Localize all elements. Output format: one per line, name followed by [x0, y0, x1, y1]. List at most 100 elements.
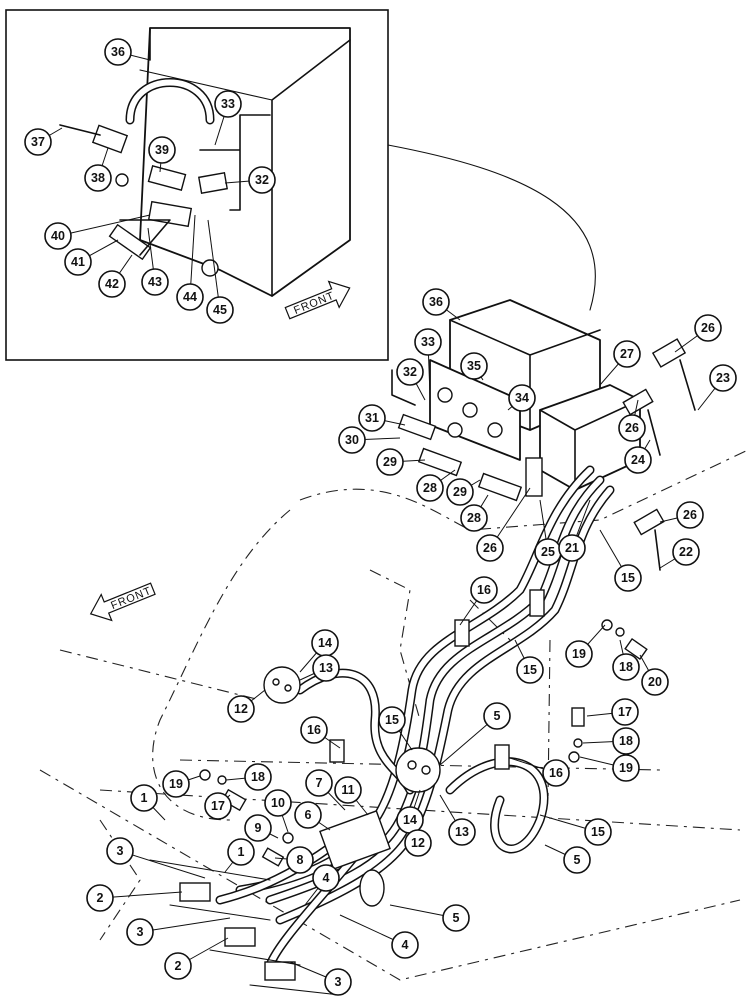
callout-c31: 31 [358, 404, 386, 432]
callout-label: 37 [31, 135, 45, 149]
clamp-16-c [494, 744, 510, 770]
callout-label: 16 [477, 583, 491, 597]
callout-label: 13 [319, 661, 333, 675]
bolt-8 [261, 847, 285, 867]
callout-circle [672, 538, 700, 566]
callout-c30: 30 [338, 426, 366, 454]
callout-c22: 22 [672, 538, 700, 566]
callout-circle [612, 727, 640, 755]
callout-c36b: 36 [422, 288, 450, 316]
callout-label: 29 [383, 455, 397, 469]
callout-c21: 21 [558, 534, 586, 562]
callout-c13b: 13 [448, 818, 476, 846]
callout-circle [64, 248, 92, 276]
callout-circle [86, 884, 114, 912]
callout-c5b: 5 [563, 846, 591, 874]
callout-c33b: 33 [414, 328, 442, 356]
callout-c38: 38 [84, 164, 112, 192]
callout-c19b: 19 [612, 754, 640, 782]
callout-c36a: 36 [104, 38, 132, 66]
callout-label: 26 [625, 421, 639, 435]
callout-c35: 35 [460, 352, 488, 380]
callout-circle [305, 769, 333, 797]
callout-label: 25 [541, 545, 555, 559]
callout-label: 14 [403, 813, 417, 827]
callout-circle [396, 358, 424, 386]
clamp-5 [359, 869, 385, 907]
callout-circle [446, 478, 474, 506]
callout-c32a: 32 [248, 166, 276, 194]
callout-circle [312, 864, 340, 892]
fitting-26-top [651, 338, 687, 368]
callout-c16c: 16 [542, 759, 570, 787]
callout-label: 26 [683, 508, 697, 522]
inset-front-arrow: FRONT [284, 280, 351, 320]
callout-circle [565, 640, 593, 668]
callout-label: 34 [515, 391, 529, 405]
callout-label: 4 [323, 871, 330, 885]
callout-label: 3 [137, 925, 144, 939]
callout-circle [126, 918, 154, 946]
callout-circle [460, 352, 488, 380]
callout-circle [542, 759, 570, 787]
callout-circle [391, 931, 419, 959]
callout-c24: 24 [624, 446, 652, 474]
callout-circle [641, 668, 669, 696]
callout-label: 43 [148, 275, 162, 289]
callout-label: 6 [305, 808, 312, 822]
callout-circle [334, 776, 362, 804]
callout-label: 12 [411, 836, 425, 850]
inset-fitting-41 [108, 223, 152, 261]
callout-circle [404, 829, 432, 857]
valve-assembly [391, 299, 696, 571]
callout-c3b: 3 [126, 918, 154, 946]
callout-c32b: 32 [396, 358, 424, 386]
callout-label: 3 [117, 844, 124, 858]
callout-label: 15 [523, 663, 537, 677]
callout-circle [227, 838, 255, 866]
leader-line-c3a [119, 850, 206, 879]
callout-label: 16 [549, 766, 563, 780]
callout-circle [516, 656, 544, 684]
callout-c37: 37 [24, 128, 52, 156]
callout-c14a: 14 [311, 629, 339, 657]
callout-c26b: 26 [618, 414, 646, 442]
callout-label: 18 [619, 660, 633, 674]
callout-label: 2 [175, 959, 182, 973]
callout-c8: 8 [286, 846, 314, 874]
callout-circle [106, 837, 134, 865]
callout-circle [104, 38, 132, 66]
callout-c12a: 12 [227, 695, 255, 723]
callout-label: 18 [251, 770, 265, 784]
callout-circle [141, 268, 169, 296]
callout-label: 33 [421, 335, 435, 349]
callout-c34: 34 [508, 384, 536, 412]
callout-label: 18 [619, 734, 633, 748]
washer-19-c [601, 619, 613, 631]
callout-c3c: 3 [324, 968, 352, 996]
callout-c42: 42 [98, 270, 126, 298]
callout-c3a: 3 [106, 837, 134, 865]
callout-label: 28 [467, 511, 481, 525]
fitting-26-vert [525, 457, 543, 497]
callout-label: 3 [335, 975, 342, 989]
base-fitting-2b [224, 927, 256, 947]
callout-label: 19 [572, 647, 586, 661]
callout-label: 15 [385, 713, 399, 727]
callout-circle [483, 702, 511, 730]
callout-circle [286, 846, 314, 874]
callout-label: 28 [423, 481, 437, 495]
clamp-16-d [329, 739, 345, 763]
callout-c28b: 28 [460, 504, 488, 532]
callout-circle [214, 90, 242, 118]
block-12-upper [263, 666, 301, 704]
callout-circle [294, 801, 322, 829]
callout-label: 27 [620, 347, 634, 361]
fitting-30 [397, 413, 437, 441]
callout-circle [206, 296, 234, 324]
callout-c5a: 5 [483, 702, 511, 730]
callout-label: 45 [213, 303, 227, 317]
callout-label: 9 [255, 821, 262, 835]
callout-circle [312, 654, 340, 682]
